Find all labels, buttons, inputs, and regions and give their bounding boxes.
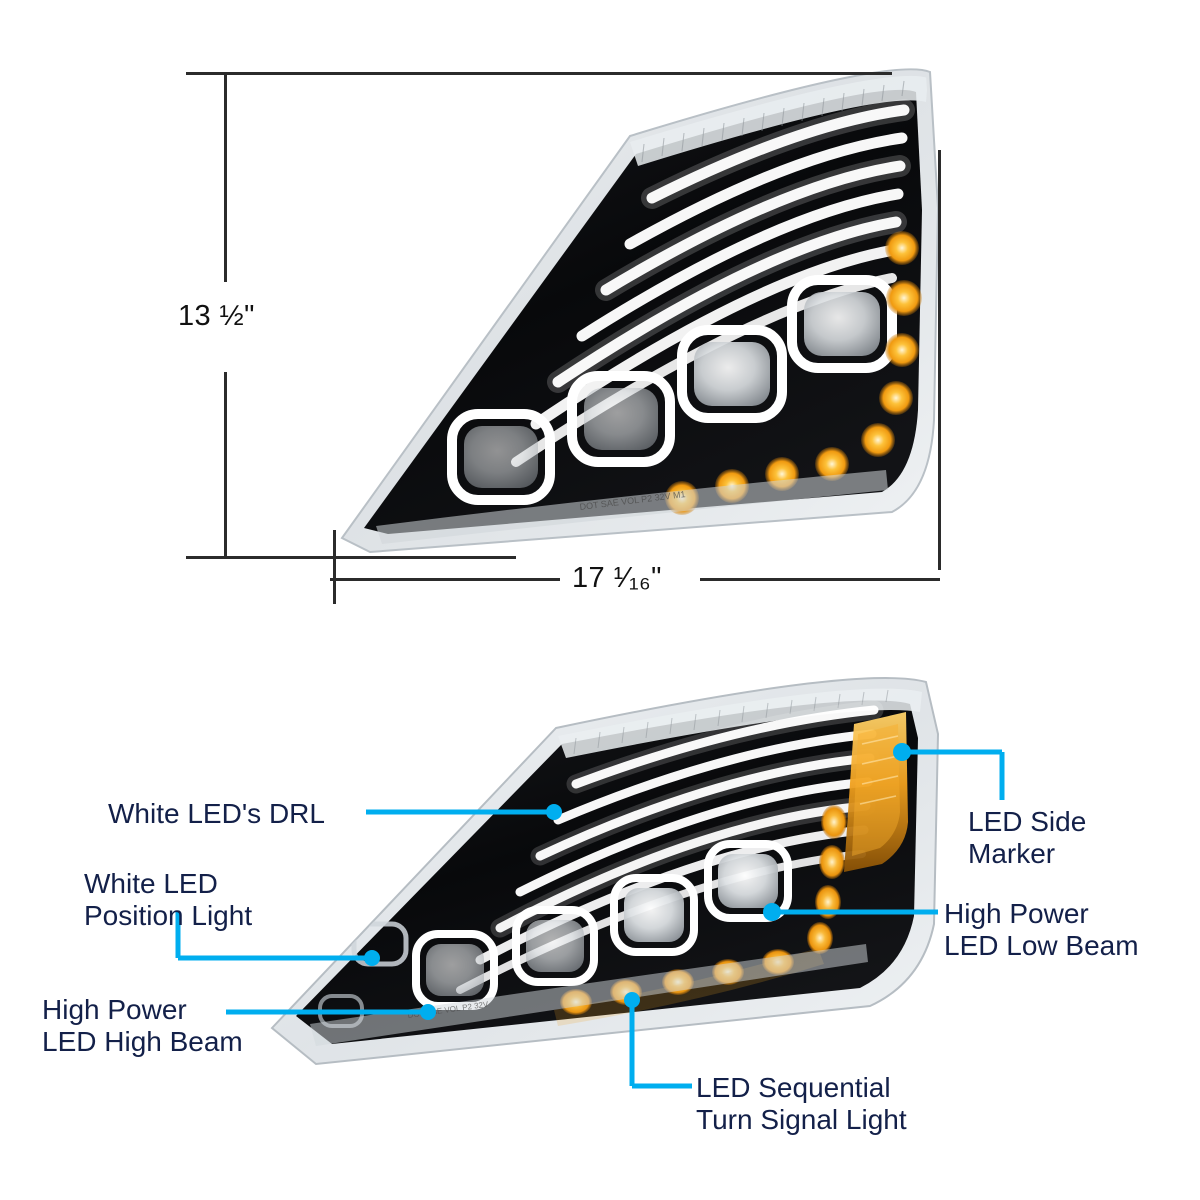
- callout-led-turn-signal: LED Sequential Turn Signal Light: [696, 1072, 907, 1137]
- projector-module: [567, 371, 675, 467]
- projector-module: [610, 874, 698, 956]
- callout-line: Position Light: [84, 900, 253, 932]
- callout-white-leds-drl: White LED's DRL: [108, 798, 325, 830]
- callout-line: LED Sequential: [696, 1072, 891, 1103]
- chrome-serration: [641, 80, 905, 163]
- headlight-top-svg: DOT SAE VOL P2 32V M1: [340, 68, 940, 554]
- callout-high-power-low-beam: High Power LED Low Beam: [944, 898, 1139, 963]
- height-dimension-label: 13 ½": [178, 300, 255, 333]
- callout-line: High Power: [42, 994, 187, 1025]
- projector-module: [512, 906, 598, 986]
- projector-module: [677, 325, 787, 423]
- chrome-top-edge: [558, 688, 922, 758]
- height-dimension-value: 13 ½": [178, 300, 255, 332]
- callout-high-power-high-beam: High Power LED High Beam: [42, 994, 243, 1059]
- dimension-line-top: [186, 72, 892, 75]
- drl-light-bars: [511, 104, 910, 467]
- callout-line: Turn Signal Light: [696, 1104, 907, 1136]
- width-dimension-label: 17 ¹⁄₁₆": [572, 562, 662, 595]
- width-dimension-value: 17 ¹⁄₁₆": [572, 562, 662, 594]
- extension-line-left-lower: [224, 372, 227, 558]
- width-dimension-line-right: [700, 578, 940, 581]
- chrome-serration: [573, 689, 889, 755]
- callout-line: White LED's DRL: [108, 798, 325, 829]
- position-light-module: [351, 921, 409, 967]
- callout-line: LED Side: [968, 806, 1087, 837]
- headlight-bottom-svg: DOT SAE VOL P2 32V: [270, 677, 940, 1066]
- drl-glow: [547, 99, 915, 393]
- callout-line: LED High Beam: [42, 1026, 243, 1058]
- headlight-dimension-view: DOT SAE VOL P2 32V M1: [330, 58, 950, 558]
- amber-led-side-column: [861, 231, 922, 457]
- callout-line: LED Low Beam: [944, 930, 1139, 962]
- dimension-line-bottom: [186, 556, 516, 559]
- callout-line: High Power: [944, 898, 1089, 929]
- extension-line-left: [224, 72, 227, 282]
- projector-module: [787, 275, 897, 373]
- extension-line-lamp-tip: [333, 530, 336, 604]
- projector-modules: [447, 275, 897, 505]
- projector-module: [447, 409, 555, 505]
- extension-line-right: [938, 150, 941, 570]
- callout-line: Marker: [968, 838, 1056, 870]
- bottom-chrome-strip: [376, 470, 888, 544]
- chrome-top-edge: [630, 75, 928, 166]
- callout-line: White LED: [84, 868, 218, 899]
- callout-led-side-marker: LED Side Marker: [968, 806, 1086, 871]
- callout-white-led-position: White LED Position Light: [84, 868, 252, 933]
- drl-glow: [490, 700, 884, 938]
- projector-modules: [412, 840, 792, 1010]
- led-side-marker: [844, 712, 908, 872]
- headlight-feature-view: DOT SAE VOL P2 32V: [258, 672, 948, 1084]
- bottom-chrome-strip: [310, 944, 868, 1046]
- width-dimension-line-left: [330, 578, 560, 581]
- projector-module: [704, 840, 792, 922]
